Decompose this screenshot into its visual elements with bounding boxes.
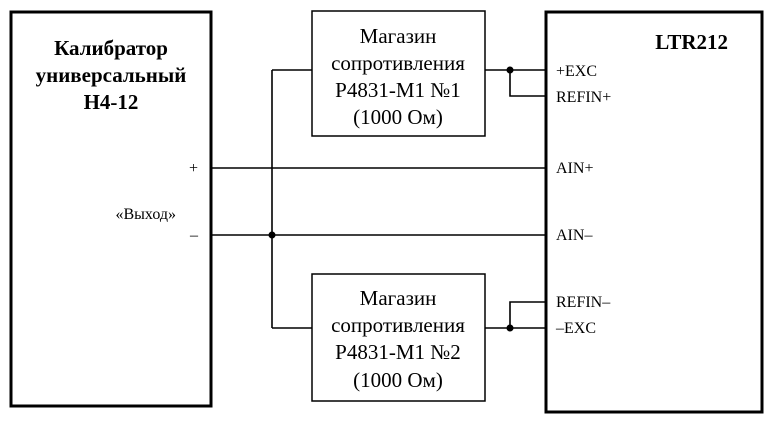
pin-refin-minus: REFIN–: [556, 294, 611, 311]
calibrator-block: Калибратор универсальный Н4-12 + «Выход»…: [9, 10, 213, 408]
calibrator-title-line-1: Калибратор: [54, 36, 168, 60]
resistor-box-2-block: Магазин сопротивления Р4831-М1 №2 (1000 …: [311, 273, 486, 402]
ltr212-title: LTR212: [655, 30, 728, 54]
junction-dot-exc-plus: [506, 66, 514, 74]
resistor2-line-1: Магазин: [360, 286, 437, 310]
calibrator-plus-label: +: [189, 160, 198, 177]
pin-ain-minus: AIN–: [556, 227, 593, 244]
pin-exc-minus: –EXC: [555, 320, 596, 337]
pin-refin-plus: REFIN+: [556, 89, 611, 106]
calibrator-minus-label: –: [189, 227, 199, 244]
resistor2-line-4: (1000 Ом): [353, 368, 443, 392]
calibrator-output-label: «Выход»: [116, 206, 177, 223]
resistor1-line-2: сопротивления: [331, 51, 465, 75]
wire-refin-minus-loop: [509, 301, 546, 328]
junction-dot-exc-minus: [506, 324, 514, 332]
resistor1-line-4: (1000 Ом): [353, 105, 443, 129]
calibrator-box: [9, 10, 213, 408]
pin-exc-plus: +EXC: [556, 63, 597, 80]
resistor2-line-2: сопротивления: [331, 313, 465, 337]
resistor-box-1-block: Магазин сопротивления Р4831-М1 №1 (1000 …: [311, 10, 486, 137]
resistor-box-2: [311, 273, 486, 402]
wire-refin-plus-loop: [509, 70, 546, 97]
calibrator-title-line-2: универсальный: [36, 63, 187, 87]
ltr212-box: [544, 10, 764, 414]
ltr212-block: LTR212 +EXC REFIN+ AIN+ AIN– REFIN– –EXC: [544, 10, 764, 414]
resistor-box-1: [311, 10, 486, 137]
resistor1-line-1: Магазин: [360, 24, 437, 48]
resistor2-line-3: Р4831-М1 №2: [335, 340, 461, 364]
calibrator-title-line-3: Н4-12: [84, 90, 139, 114]
pin-ain-plus: AIN+: [556, 160, 593, 177]
junction-dot-minus: [268, 231, 276, 239]
resistor1-line-3: Р4831-М1 №1: [335, 78, 461, 102]
wires: [211, 69, 546, 329]
